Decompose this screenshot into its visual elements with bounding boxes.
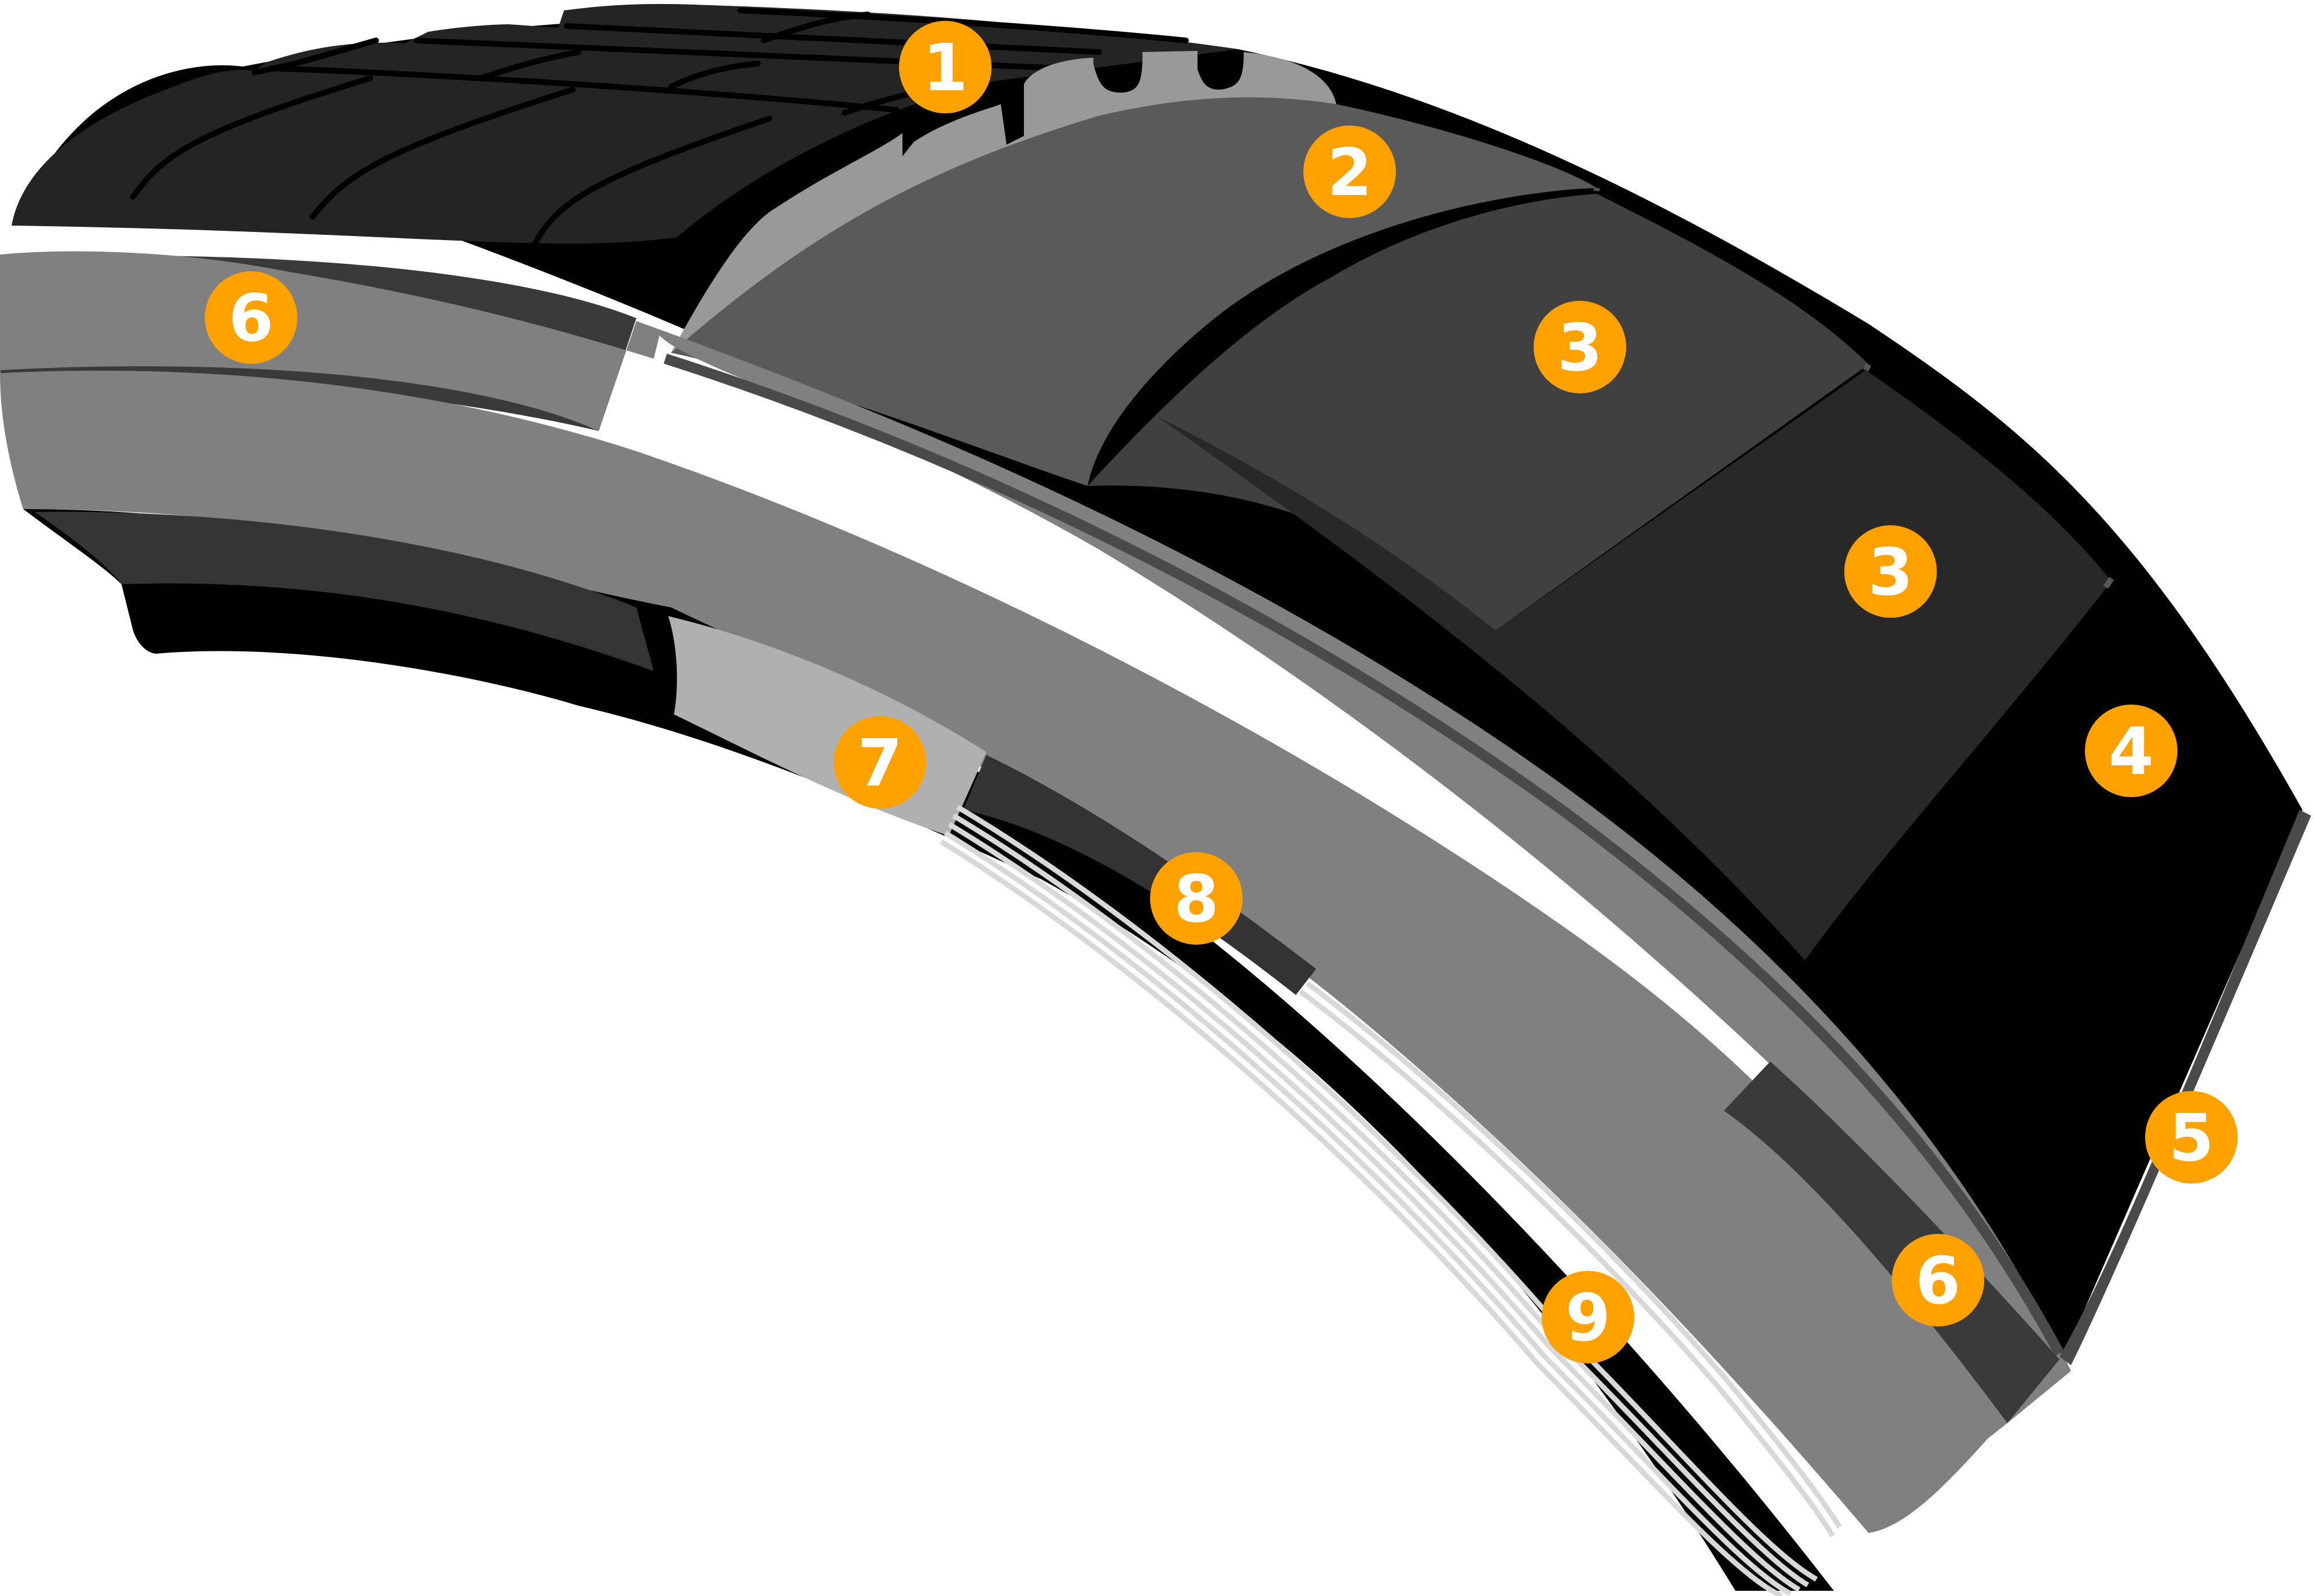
chafer-strip-8 [963,755,1316,995]
callout-badge-1: 1 [899,21,992,113]
sidewall-edge-5 [2059,810,2311,1365]
badge-circle [1892,1234,1984,1326]
sidewall-band-lower-6 [1724,1061,2059,1423]
badge-circle [1303,126,1396,218]
badge-circle [834,716,926,809]
badge-label: 3 [1868,535,1913,610]
badge-circle [899,21,992,113]
callout-badge-4: 4 [2085,705,2177,797]
badge-label: 4 [2109,714,2154,790]
badge-circle [1150,852,1243,945]
lower-tread-rim [23,509,1834,1591]
badge-circle [1844,525,1937,618]
badge-circle [1542,1271,1634,1363]
casing-sidewall-band [0,370,2007,1533]
badge-label: 6 [1915,1244,1961,1319]
bead-wire-cords-9 [939,805,1842,1596]
badge-label: 6 [229,281,274,356]
badge-circle [2145,1091,2238,1184]
callout-badge-6-lower: 6 [1892,1234,1984,1326]
callout-badge-5: 5 [2145,1091,2238,1184]
belt-layer-3a [1088,194,1869,631]
badge-label: 5 [2169,1101,2214,1176]
badge-circle [1534,301,1626,393]
callout-badge-3-lower: 3 [1844,525,1937,618]
belt-edge-line [1594,188,2114,589]
badge-label: 9 [1565,1281,1611,1356]
callout-badge-7: 7 [834,716,926,809]
badge-label: 7 [857,726,902,801]
badge-label: 2 [1327,135,1372,211]
callout-badge-8: 8 [1150,852,1243,945]
casing-ply [0,251,2071,1423]
casing-edge-line [664,353,2064,1357]
callout-badge-3-upper: 3 [1534,301,1626,393]
callout-badge-9: 9 [1542,1271,1634,1363]
callout-badge-2: 2 [1303,126,1396,218]
lower-tread-band [35,511,654,671]
callout-badge-6-upper: 6 [205,271,297,364]
badge-circle [2085,705,2177,797]
badge-label: 1 [923,31,968,106]
belt-layer-3b [1157,370,2112,960]
badge-circle [205,271,297,364]
tread-grooves [130,8,1189,252]
badge-label: 8 [1174,862,1219,937]
badge-label: 3 [1557,311,1602,386]
